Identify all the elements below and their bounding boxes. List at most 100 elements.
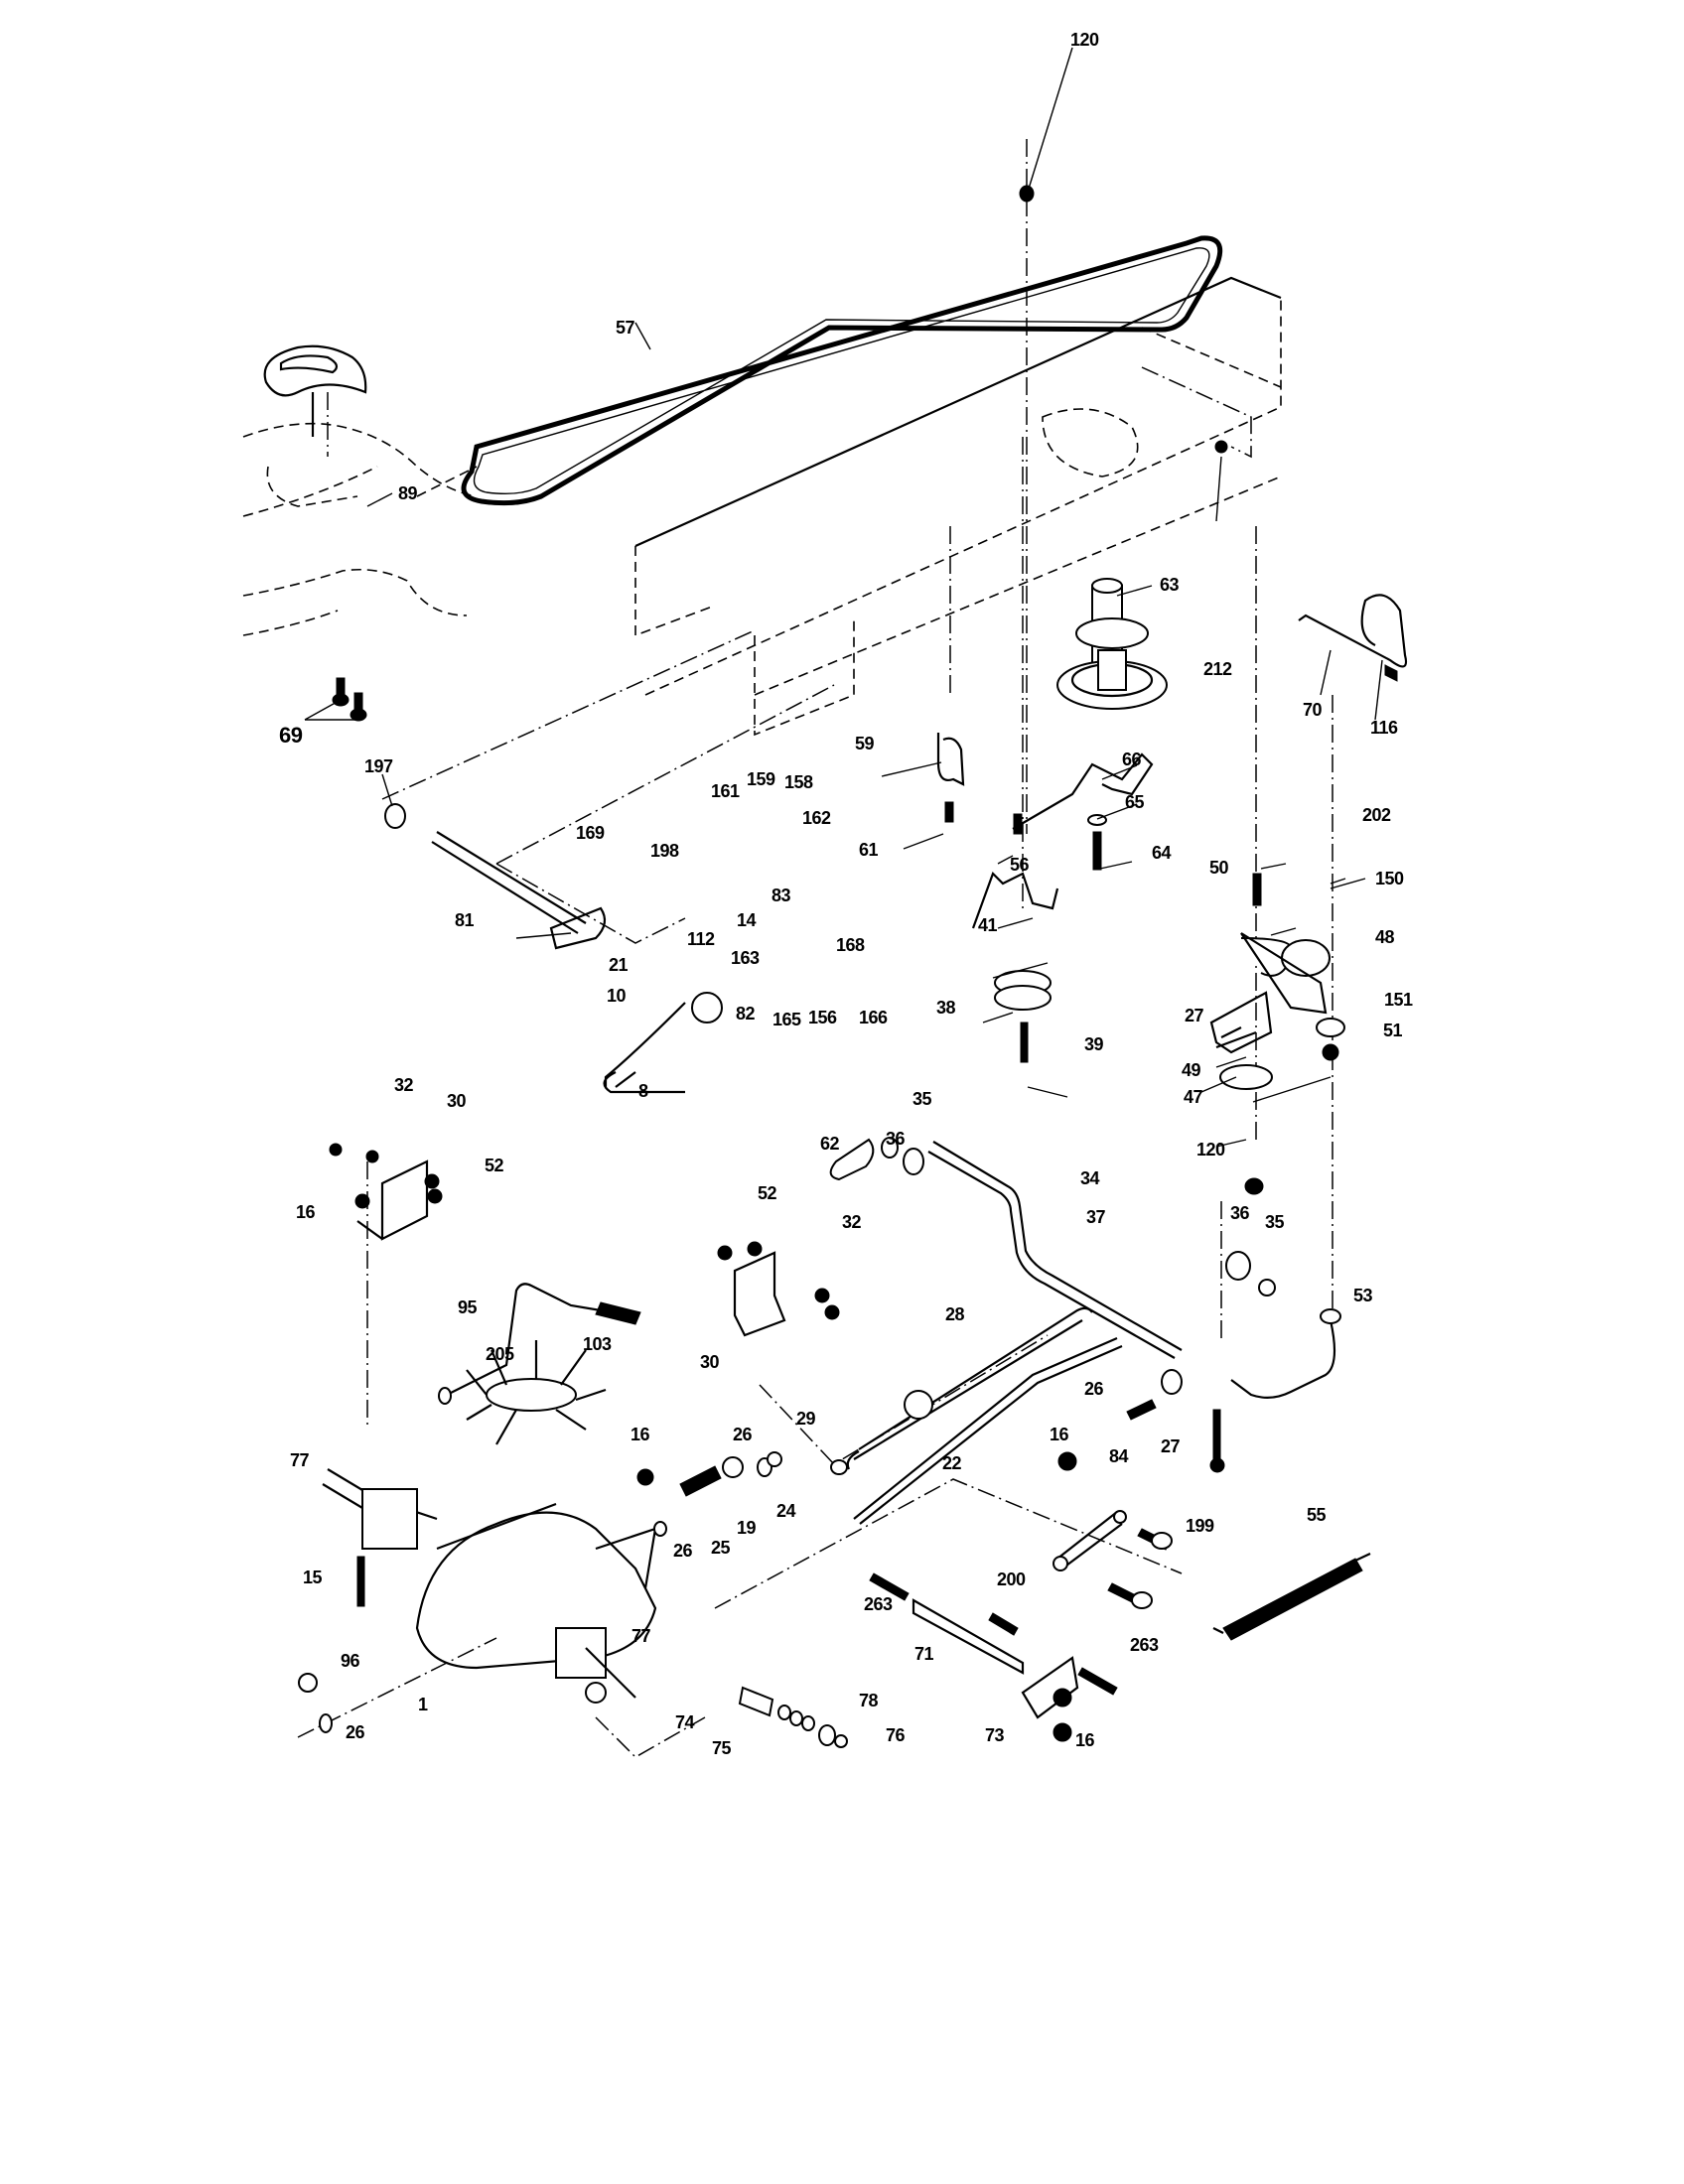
part-label-36-b: 36	[1230, 1203, 1250, 1223]
part-label-59: 59	[855, 734, 875, 753]
part-label-103: 103	[583, 1334, 612, 1354]
part-label-89: 89	[398, 483, 418, 503]
part-label-161: 161	[711, 781, 740, 801]
part-label-263-b: 263	[1130, 1635, 1159, 1655]
part-label-199: 199	[1186, 1516, 1214, 1536]
part-label-37: 37	[1086, 1207, 1106, 1227]
pivot-bracket	[1052, 1510, 1173, 1609]
part-label-165: 165	[772, 1010, 801, 1029]
part-label-16-d: 16	[1075, 1730, 1095, 1750]
part-label-64: 64	[1152, 843, 1172, 863]
part-label-150: 150	[1375, 869, 1404, 888]
part-label-48: 48	[1375, 927, 1395, 947]
part-label-169: 169	[576, 823, 605, 843]
part-label-116: 116	[1370, 718, 1398, 738]
part-label-77-b: 77	[632, 1626, 651, 1646]
part-label-71: 71	[914, 1644, 934, 1664]
axle-rod	[384, 803, 607, 950]
part-label-50: 50	[1209, 858, 1229, 878]
spring-assembly	[636, 1451, 1077, 1537]
part-label-30: 30	[447, 1091, 467, 1111]
part-label-26: 26	[1084, 1379, 1104, 1399]
part-label-82: 82	[736, 1004, 756, 1024]
axle-spacers	[738, 1686, 848, 1748]
part-label-26-d: 26	[346, 1722, 365, 1742]
transaxle	[298, 1340, 657, 1733]
part-label-163: 163	[731, 948, 760, 968]
part-label-27-b: 27	[1161, 1436, 1181, 1456]
part-label-39: 39	[1084, 1034, 1104, 1054]
part-label-74: 74	[675, 1712, 695, 1732]
part-label-21: 21	[609, 955, 629, 975]
tractor-frame	[634, 276, 1282, 737]
seat-pan	[263, 344, 367, 457]
part-label-15: 15	[303, 1568, 323, 1587]
part-label-51: 51	[1383, 1021, 1403, 1040]
part-label-25: 25	[711, 1538, 731, 1558]
part-label-24: 24	[776, 1501, 796, 1521]
part-label-26-b: 26	[733, 1425, 753, 1444]
part-label-263: 263	[864, 1594, 893, 1614]
part-label-202: 202	[1362, 805, 1391, 825]
part-label-27: 27	[1185, 1006, 1204, 1025]
part-label-120-b: 120	[1196, 1140, 1225, 1160]
part-label-158: 158	[784, 772, 813, 792]
part-label-151: 151	[1384, 990, 1413, 1010]
part-label-57: 57	[616, 318, 635, 338]
drive-belt	[461, 235, 1223, 506]
idler-spindle	[1056, 578, 1168, 710]
bypass-lever	[438, 1283, 641, 1405]
part-label-29: 29	[796, 1409, 816, 1429]
part-label-212: 212	[1203, 659, 1232, 679]
part-label-66: 66	[1122, 750, 1142, 769]
part-label-30-b: 30	[700, 1352, 720, 1372]
part-label-1: 1	[418, 1695, 428, 1714]
part-label-62: 62	[820, 1134, 840, 1154]
part-label-35: 35	[912, 1089, 932, 1109]
part-label-36: 36	[886, 1129, 906, 1149]
part-label-53: 53	[1353, 1286, 1373, 1305]
part-label-156: 156	[808, 1008, 837, 1027]
part-label-95: 95	[458, 1297, 478, 1317]
cross-shaft	[829, 1137, 1341, 1473]
part-label-69: 69	[279, 723, 303, 748]
part-label-55: 55	[1307, 1505, 1327, 1525]
part-label-16: 16	[296, 1202, 316, 1222]
part-label-198: 198	[650, 841, 679, 861]
part-label-10: 10	[607, 986, 627, 1006]
part-label-84: 84	[1109, 1446, 1129, 1466]
part-label-63: 63	[1160, 575, 1180, 595]
part-label-38: 38	[936, 998, 956, 1018]
part-label-32-b: 32	[842, 1212, 862, 1232]
part-label-34: 34	[1080, 1168, 1100, 1188]
part-label-65: 65	[1125, 792, 1145, 812]
part-label-166: 166	[859, 1008, 888, 1027]
part-label-52: 52	[485, 1156, 504, 1175]
part-label-16-c: 16	[1050, 1425, 1069, 1444]
leader-lines	[304, 47, 1383, 1148]
part-label-28: 28	[945, 1304, 965, 1324]
control-rods	[830, 1306, 1123, 1525]
part-label-16-b: 16	[631, 1425, 650, 1444]
part-label-200: 200	[997, 1570, 1026, 1589]
part-label-112: 112	[687, 929, 715, 949]
part-label-205: 205	[486, 1344, 514, 1364]
part-label-81: 81	[455, 910, 475, 930]
part-label-75: 75	[712, 1738, 732, 1758]
part-label-8: 8	[638, 1081, 648, 1101]
part-label-83: 83	[772, 886, 791, 905]
part-label-70: 70	[1303, 700, 1323, 720]
part-label-162: 162	[802, 808, 831, 828]
part-label-78: 78	[859, 1691, 879, 1710]
part-label-35-b: 35	[1265, 1212, 1285, 1232]
part-label-52-b: 52	[758, 1183, 777, 1203]
part-label-41: 41	[978, 915, 998, 935]
part-label-47: 47	[1184, 1087, 1203, 1107]
brake-link	[869, 1572, 1118, 1742]
part-label-73: 73	[985, 1725, 1005, 1745]
part-label-168: 168	[836, 935, 865, 955]
part-label-22: 22	[942, 1453, 962, 1473]
part-label-56: 56	[1010, 855, 1030, 875]
part-label-19: 19	[737, 1518, 757, 1538]
